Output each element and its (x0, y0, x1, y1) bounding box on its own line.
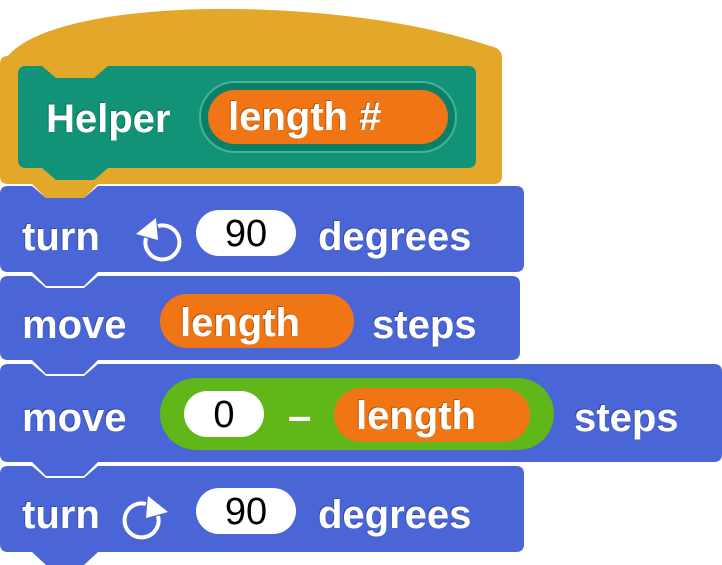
move-suffix: steps (372, 303, 477, 347)
move-length-variable-pill[interactable] (160, 294, 354, 348)
turn-left-suffix: degrees (318, 215, 472, 259)
turn-right-degrees-value[interactable]: 90 (224, 491, 268, 533)
minus-right-variable-pill[interactable] (334, 388, 530, 442)
custom-block-name: Helper (46, 97, 171, 141)
move-length-variable-label: length (180, 301, 300, 345)
move2-verb: move (22, 396, 127, 440)
turn-right-suffix: degrees (318, 493, 472, 537)
minus-right-variable-label: length (356, 394, 476, 438)
turn-left-degrees-value[interactable]: 90 (224, 213, 268, 255)
minus-operator-symbol: – (288, 392, 312, 439)
minus-left-operand-slot[interactable] (184, 391, 264, 437)
turn-left-degrees-slot[interactable] (196, 210, 296, 256)
turn-left-verb: turn (22, 215, 100, 259)
turn-right-degrees-slot[interactable] (196, 488, 296, 534)
minus-left-operand-value[interactable]: 0 (213, 394, 235, 436)
parameter-label: length # (228, 95, 382, 139)
rotate-right-icon (122, 496, 168, 540)
move-verb: move (22, 303, 127, 347)
turn-right-verb: turn (22, 493, 100, 537)
parameter-pill[interactable] (208, 90, 448, 144)
rotate-left-icon (136, 218, 182, 262)
move2-suffix: steps (574, 396, 679, 440)
